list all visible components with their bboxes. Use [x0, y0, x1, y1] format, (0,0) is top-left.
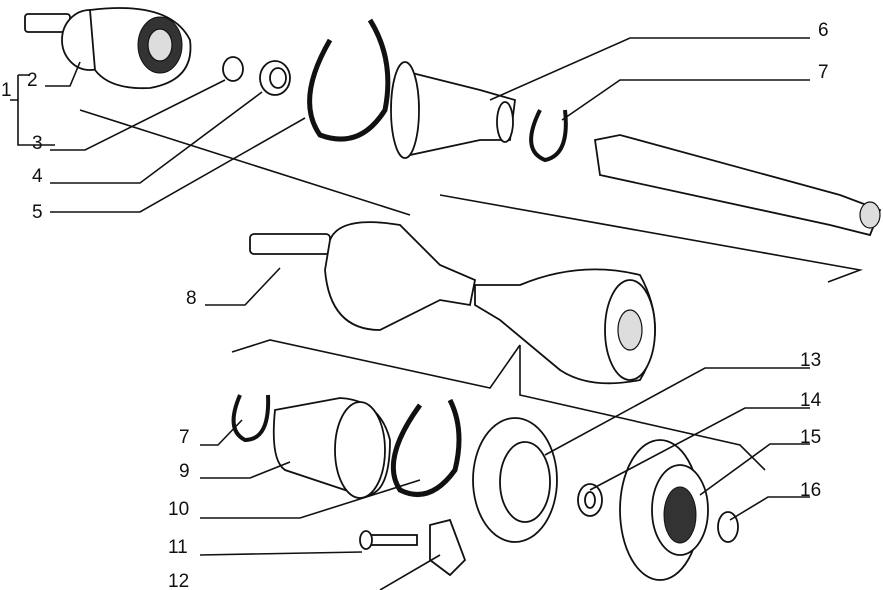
bolt-11: [359, 530, 418, 550]
plate-12: [429, 518, 467, 577]
outer-cv-joint: [24, 7, 192, 90]
part-label-9: 9: [179, 461, 190, 482]
part-label-6: 6: [818, 20, 829, 41]
intermediate-shaft: [593, 134, 882, 237]
part-label-1: 1: [1, 80, 12, 101]
part-label-13: 13: [800, 350, 822, 371]
clamp-5: [307, 18, 391, 142]
part-label-5: 5: [32, 202, 43, 223]
part-label-8: 8: [186, 288, 197, 309]
part-label-7-bottom: 7: [179, 427, 190, 448]
part-label-16: 16: [800, 480, 822, 501]
part-label-2: 2: [27, 70, 38, 91]
flange-13: [472, 417, 558, 543]
boot-6: [390, 61, 516, 159]
circlip-16: [717, 511, 739, 543]
clamp-10: [390, 398, 462, 497]
part-label-4: 4: [32, 166, 43, 187]
circlip-3: [222, 56, 244, 82]
leader-lines: [10, 37, 810, 590]
ring-4: [259, 60, 291, 96]
clamp-7-bottom: [231, 394, 271, 443]
part-label-12: 12: [168, 571, 190, 590]
washer-14: [577, 483, 603, 517]
part-label-11: 11: [168, 537, 188, 558]
part-label-14: 14: [800, 390, 822, 411]
part-label-3: 3: [32, 133, 43, 154]
boot-9: [272, 397, 391, 499]
inner-joint-15: [619, 439, 709, 581]
part-label-7-top: 7: [818, 62, 829, 83]
clamp-7-top: [529, 109, 568, 163]
drive-shaft-assembly-8: [249, 221, 656, 385]
part-label-10: 10: [168, 499, 190, 520]
part-label-15: 15: [800, 427, 822, 448]
